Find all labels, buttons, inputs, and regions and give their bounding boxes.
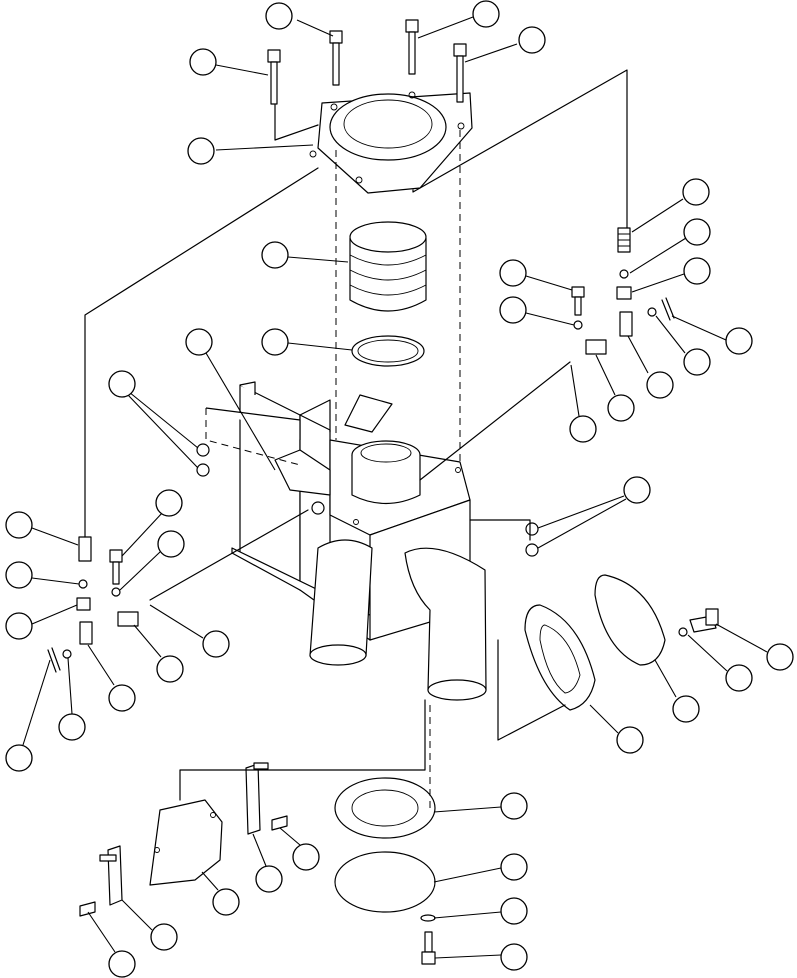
callout-09 — [631, 257, 711, 293]
washer-left — [78, 579, 88, 589]
cover-bolt — [689, 608, 719, 633]
callout-17 — [627, 335, 674, 399]
callout-04 — [464, 26, 546, 63]
callout-34 — [5, 659, 51, 772]
callout-21 — [121, 489, 183, 557]
callout-31 — [654, 659, 700, 723]
nut-left — [76, 597, 91, 611]
clamp-ring — [351, 335, 425, 367]
hinge-right — [245, 762, 269, 835]
washer-right-small — [647, 307, 657, 317]
bracket-mid-right — [585, 339, 607, 355]
callout-38 — [252, 833, 283, 893]
callout-13 — [261, 328, 353, 356]
nuts-left — [196, 443, 210, 477]
callout-23 — [119, 530, 185, 591]
side-cover-plate — [594, 574, 666, 666]
bolt-mid-left — [109, 549, 123, 585]
sleeve-left — [79, 621, 93, 645]
callout-20 — [537, 476, 651, 549]
outlet-pipe-left — [309, 539, 373, 666]
diverter-flap — [149, 799, 223, 886]
bracket-mid-left — [117, 611, 139, 627]
bottom-cover-plate — [334, 851, 436, 913]
callout-18 — [595, 354, 635, 422]
callout-07 — [629, 218, 711, 274]
spring-right — [617, 227, 631, 253]
callout-12 — [671, 315, 753, 355]
callout-15 — [655, 315, 711, 376]
callout-35 — [433, 792, 528, 820]
callout-39 — [201, 871, 240, 916]
hinge-pin-upper — [271, 815, 288, 831]
callout-29 — [687, 634, 753, 692]
spring-left — [78, 536, 92, 562]
cotter-pin-right — [661, 297, 675, 321]
bellows-sleeve — [349, 221, 427, 312]
callout-33 — [589, 704, 644, 754]
hinge-pin-lower — [79, 901, 96, 917]
assembly-lines — [84, 69, 628, 810]
callout-16 — [108, 370, 199, 469]
callout-19 — [569, 364, 597, 443]
callout-08 — [261, 241, 349, 269]
sleeve-right — [619, 311, 633, 337]
callout-40 — [433, 897, 528, 925]
callout-05 — [187, 137, 314, 165]
callout-02 — [417, 0, 500, 39]
cotter-pin-left — [47, 647, 61, 673]
callout-41 — [121, 899, 178, 951]
nuts-right — [525, 522, 539, 557]
callout-06 — [631, 178, 710, 233]
washer-left-small — [62, 649, 72, 659]
callout-11 — [499, 296, 575, 326]
callout-25 — [5, 604, 78, 640]
callout-28 — [133, 624, 184, 683]
callout-43 — [87, 911, 136, 978]
bottom-gasket — [334, 777, 436, 839]
side-gasket — [524, 604, 596, 711]
nut-right — [616, 286, 632, 300]
bolt-top-right — [453, 43, 467, 103]
callout-30 — [87, 644, 136, 712]
callout-42 — [434, 943, 528, 971]
callout-03 — [189, 48, 269, 76]
top-flange-plate — [309, 91, 473, 194]
callout-10 — [499, 259, 573, 291]
bolt-top-middle-left — [329, 30, 343, 86]
callout-14 — [185, 328, 276, 471]
callout-22 — [5, 511, 79, 546]
callout-37 — [433, 853, 528, 883]
washer-mid-left — [111, 587, 121, 597]
washer-right — [619, 269, 629, 279]
bolt-mid-right — [571, 286, 585, 316]
outlet-pipe-right — [404, 547, 487, 701]
hinge-left — [99, 845, 123, 906]
callout-01 — [265, 2, 334, 37]
cover-washer — [678, 627, 688, 637]
bolt-top-left — [267, 49, 281, 105]
callout-32 — [58, 657, 86, 741]
bottom-bolt — [420, 914, 436, 965]
washer-mid-right — [573, 320, 583, 330]
callout-24 — [5, 561, 80, 589]
bolt-top-middle-right — [405, 19, 419, 75]
callout-27 — [715, 623, 794, 671]
callout-26 — [149, 604, 230, 658]
callouts — [5, 0, 794, 978]
callout-36 — [279, 827, 320, 871]
